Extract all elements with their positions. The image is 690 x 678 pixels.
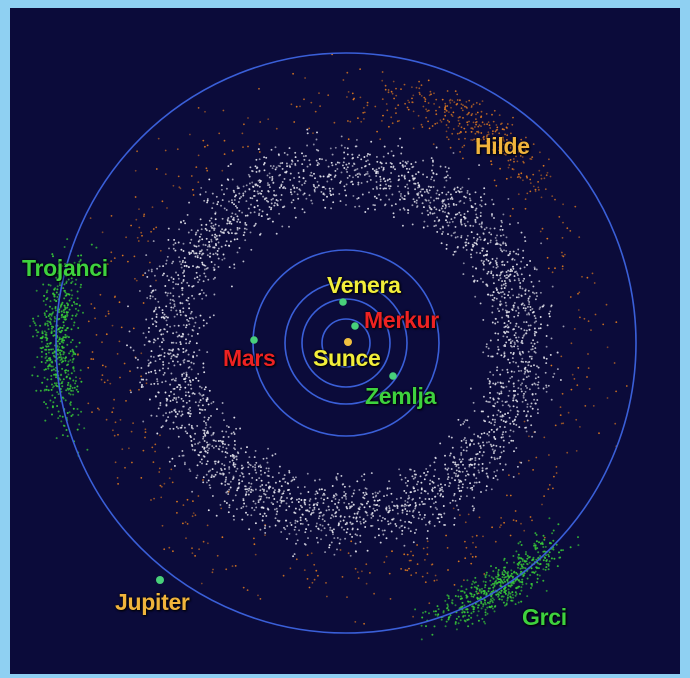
orbit-venus [301, 298, 391, 388]
label-grci: Grci [522, 604, 567, 630]
label-trojanci: Trojanci [22, 255, 108, 281]
orbit-mercury [321, 318, 371, 368]
label-venera: Venera [327, 272, 401, 298]
venus-marker [339, 298, 347, 306]
label-hilde: Hilde [475, 133, 530, 159]
solar-system-diagram: Hilde Trojanci Venera Merkur Mars Sunce … [10, 8, 680, 674]
orbit-earth [284, 281, 408, 405]
label-merkur: Merkur [364, 307, 439, 333]
main-asteroid-belt [126, 128, 565, 558]
label-zemlja: Zemlja [365, 383, 437, 409]
celestial-bodies [156, 298, 397, 584]
label-jupiter: Jupiter [115, 589, 190, 615]
earth-marker [389, 372, 397, 380]
label-sunce: Sunce [313, 345, 381, 371]
label-mars: Mars [223, 345, 276, 371]
hilda-asteroids [77, 53, 628, 625]
mars-marker [250, 336, 258, 344]
planet-orbits [55, 52, 637, 634]
orbit-jupiter [55, 52, 637, 634]
sun-marker [344, 338, 352, 346]
mercury-marker [351, 322, 359, 330]
jupiter-marker [156, 576, 164, 584]
asteroid-map [29, 52, 637, 641]
